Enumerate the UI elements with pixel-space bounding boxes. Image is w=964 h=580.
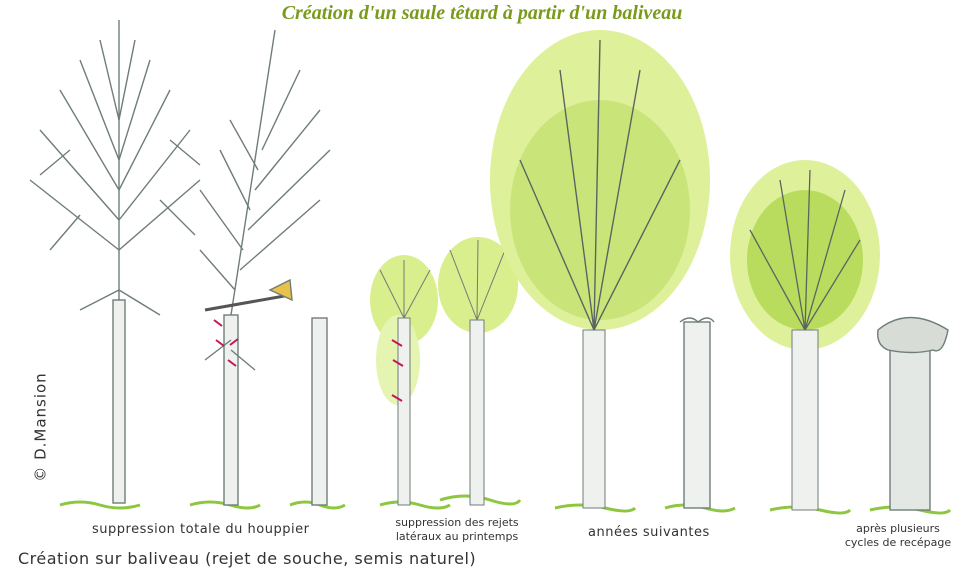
tree-sprouts-lateral bbox=[370, 255, 438, 505]
tree-full-crown bbox=[490, 30, 710, 508]
caption-suppression-houppier: suppression totale du houppier bbox=[92, 523, 309, 537]
mature-pollard bbox=[878, 318, 948, 511]
pollarded-trunk bbox=[680, 318, 714, 508]
caption-creation-baliveau: Création sur baliveau (rejet de souche, … bbox=[18, 552, 476, 566]
tree-head-regrowth bbox=[730, 160, 880, 510]
tree-crown-sprouts bbox=[438, 237, 518, 505]
bare-trunk bbox=[312, 318, 327, 505]
caption-annees-suivantes: années suivantes bbox=[588, 526, 710, 540]
tree-being-cut bbox=[200, 30, 330, 505]
caption-apres-cycles: après plusieurs cycles de recépage bbox=[838, 522, 958, 550]
tree-baliveau bbox=[30, 20, 200, 503]
author-credit: © D.Mansion bbox=[34, 372, 48, 481]
caption-suppression-rejets: suppression des rejets latéraux au print… bbox=[372, 516, 542, 544]
